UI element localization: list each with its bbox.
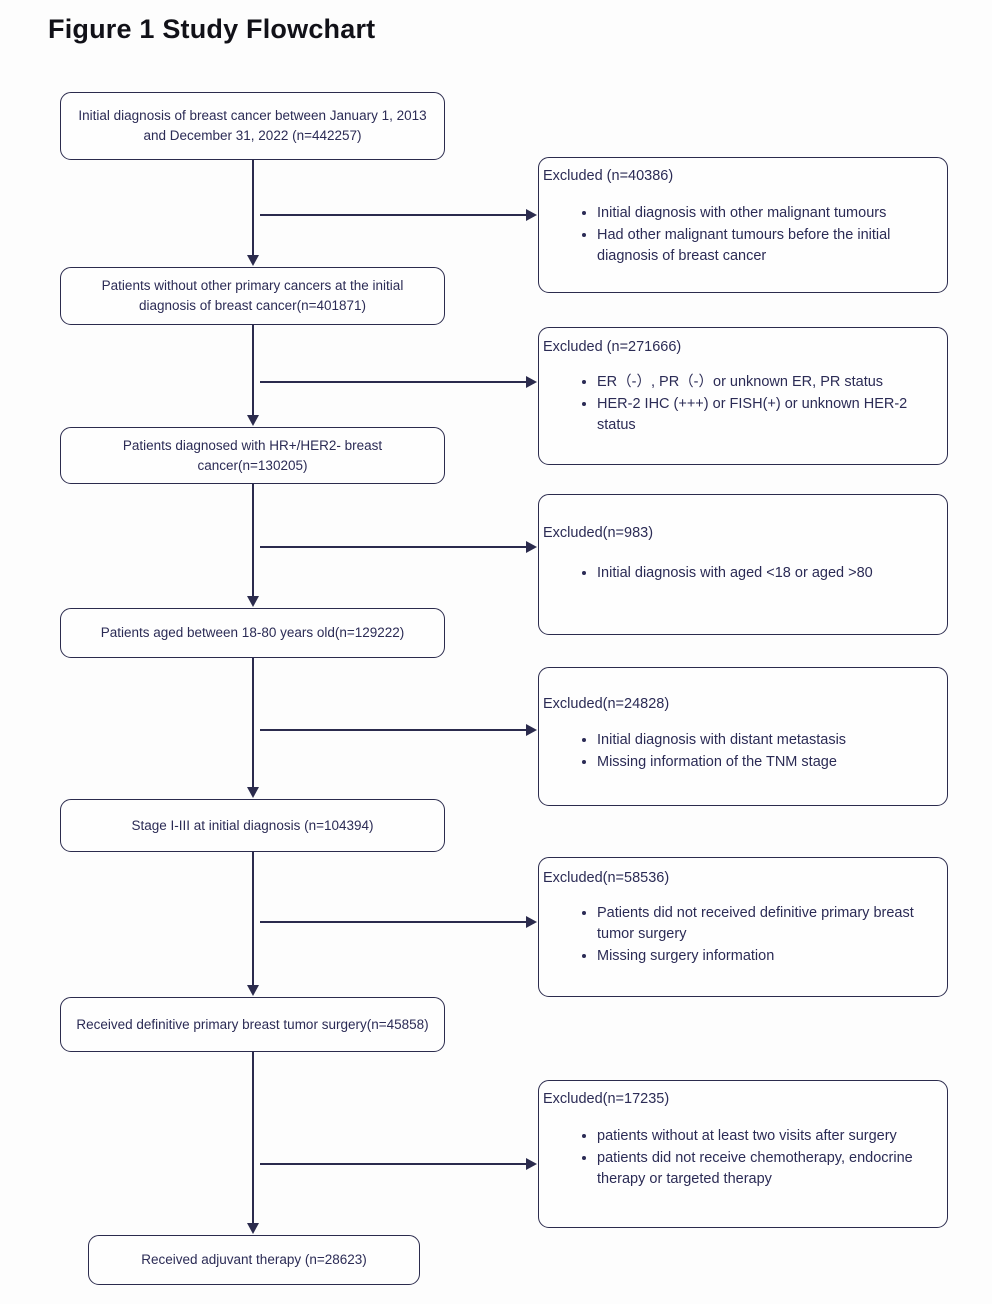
flow-box-label: Patients aged between 18-80 years old(n=… [100, 625, 405, 641]
connector-arrow-1 [246, 255, 259, 266]
exclusion-title: Excluded(n=983) [543, 525, 654, 541]
flow-box-label: Received definitive primary breast tumor… [76, 1016, 429, 1032]
exclusion-reason: patients did not receive chemotherapy, e… [597, 1148, 939, 1190]
connector-line-4 [252, 658, 254, 787]
exclusion-reason: Initial diagnosis with other malignant t… [597, 203, 939, 224]
flow-box-initial-diagnosis: Initial diagnosis of breast cancer betwe… [60, 92, 445, 160]
exclusion-reason: Initial diagnosis with distant metastasi… [597, 730, 939, 751]
flow-box-hr-her2: Patients diagnosed with HR+/HER2- breast… [60, 427, 445, 484]
exclusion-branch-arrow-1 [526, 208, 537, 221]
exclusion-branch-arrow-6 [526, 1157, 537, 1170]
connector-arrow-4 [246, 787, 259, 798]
connector-line-1 [252, 160, 254, 256]
flow-box-label: Initial diagnosis of breast cancer betwe… [78, 108, 427, 143]
exclusion-branch-arrow-5 [526, 915, 537, 928]
exclusion-reason: HER-2 IHC (+++) or FISH(+) or unknown HE… [597, 394, 939, 436]
flow-box-surgery: Received definitive primary breast tumor… [60, 997, 445, 1052]
connector-line-6 [252, 1052, 254, 1223]
exclusion-reason: ER（-）, PR（-）or unknown ER, PR status [597, 372, 939, 393]
exclusion-reason-list: Initial diagnosis with distant metastasi… [573, 730, 939, 774]
exclusion-reason-list: Patients did not received definitive pri… [573, 903, 939, 968]
connector-line-3 [252, 484, 254, 596]
page-title: Figure 1 Study Flowchart [48, 14, 376, 44]
connector-arrow-6 [246, 1223, 259, 1234]
exclusion-title: Excluded(n=24828) [543, 696, 670, 712]
exclusion-reason: Missing information of the TNM stage [597, 752, 939, 773]
exclusion-box-age: Excluded(n=983) Initial diagnosis with a… [538, 494, 948, 635]
flow-box-no-other-primary: Patients without other primary cancers a… [60, 267, 445, 325]
exclusion-branch-arrow-2 [526, 375, 537, 388]
exclusion-reason-list: ER（-）, PR（-）or unknown ER, PR status HER… [573, 372, 939, 437]
exclusion-reason-list: Initial diagnosis with other malignant t… [573, 203, 939, 268]
exclusion-box-surgery: Excluded(n=58536) Patients did not recei… [538, 857, 948, 997]
exclusion-box-metastasis-tnm: Excluded(n=24828) Initial diagnosis with… [538, 667, 948, 806]
connector-line-5 [252, 852, 254, 985]
flow-box-label: Patients diagnosed with HR+/HER2- breast… [122, 437, 383, 473]
exclusion-reason: Had other malignant tumours before the i… [597, 225, 939, 267]
flow-box-adjuvant-therapy: Received adjuvant therapy (n=28623) [88, 1235, 420, 1285]
exclusion-title: Excluded(n=58536) [543, 870, 670, 886]
exclusion-reason: Patients did not received definitive pri… [597, 903, 939, 945]
exclusion-box-receptor-status: Excluded (n=271666) ER（-）, PR（-）or unkno… [538, 327, 948, 465]
flow-box-stage: Stage I-III at initial diagnosis (n=1043… [60, 799, 445, 852]
exclusion-branch-line-4 [260, 729, 526, 731]
connector-line-2 [252, 325, 254, 416]
exclusion-branch-line-6 [260, 1163, 526, 1165]
connector-arrow-5 [246, 985, 259, 996]
flow-box-label: Received adjuvant therapy (n=28623) [141, 1252, 367, 1268]
exclusion-branch-arrow-3 [526, 540, 537, 553]
connector-arrow-2 [246, 415, 259, 426]
exclusion-title: Excluded (n=40386) [543, 168, 674, 184]
exclusion-title: Excluded(n=17235) [543, 1091, 670, 1107]
exclusion-branch-line-5 [260, 921, 526, 923]
exclusion-branch-arrow-4 [526, 723, 537, 736]
exclusion-reason-list: Initial diagnosis with aged <18 or aged … [573, 563, 939, 585]
flow-box-age-range: Patients aged between 18-80 years old(n=… [60, 608, 445, 658]
exclusion-box-other-tumours: Excluded (n=40386) Initial diagnosis wit… [538, 157, 948, 293]
exclusion-box-followup-therapy: Excluded(n=17235) patients without at le… [538, 1080, 948, 1228]
flow-box-label: Stage I-III at initial diagnosis (n=1043… [131, 817, 374, 833]
exclusion-branch-line-3 [260, 546, 526, 548]
exclusion-reason: Missing surgery information [597, 946, 939, 967]
exclusion-reason: patients without at least two visits aft… [597, 1126, 939, 1147]
exclusion-title: Excluded (n=271666) [543, 339, 682, 355]
flow-box-label: Patients without other primary cancers a… [101, 278, 404, 313]
connector-arrow-3 [246, 596, 259, 607]
exclusion-reason: Initial diagnosis with aged <18 or aged … [597, 563, 939, 584]
exclusion-branch-line-2 [260, 381, 526, 383]
exclusion-reason-list: patients without at least two visits aft… [573, 1126, 939, 1191]
exclusion-branch-line-1 [260, 214, 526, 216]
